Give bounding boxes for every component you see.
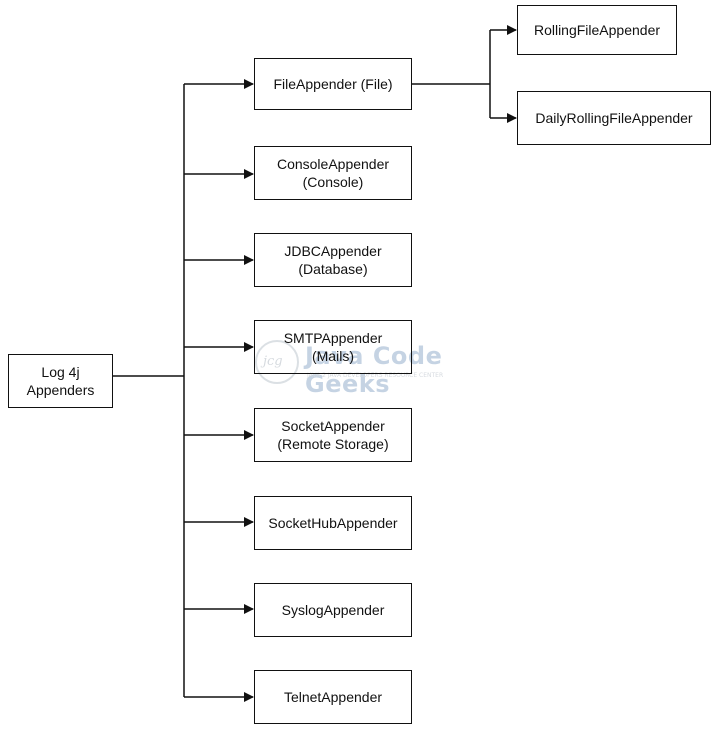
node-syslog-appender: SyslogAppender [254, 583, 412, 637]
node-daily-rolling-file-appender: DailyRollingFileAppender [517, 91, 711, 145]
node-sockethub-appender: SocketHubAppender [254, 496, 412, 550]
node-smtp-appender: SMTPAppender (Mails) [254, 320, 412, 374]
node-console-appender: ConsoleAppender (Console) [254, 146, 412, 200]
node-jdbc-appender: JDBCAppender (Database) [254, 233, 412, 287]
node-socket-appender: SocketAppender (Remote Storage) [254, 408, 412, 462]
node-rolling-file-appender: RollingFileAppender [517, 5, 677, 55]
root-node: Log 4j Appenders [8, 354, 113, 408]
node-file-appender: FileAppender (File) [254, 58, 412, 110]
node-telnet-appender: TelnetAppender [254, 670, 412, 724]
